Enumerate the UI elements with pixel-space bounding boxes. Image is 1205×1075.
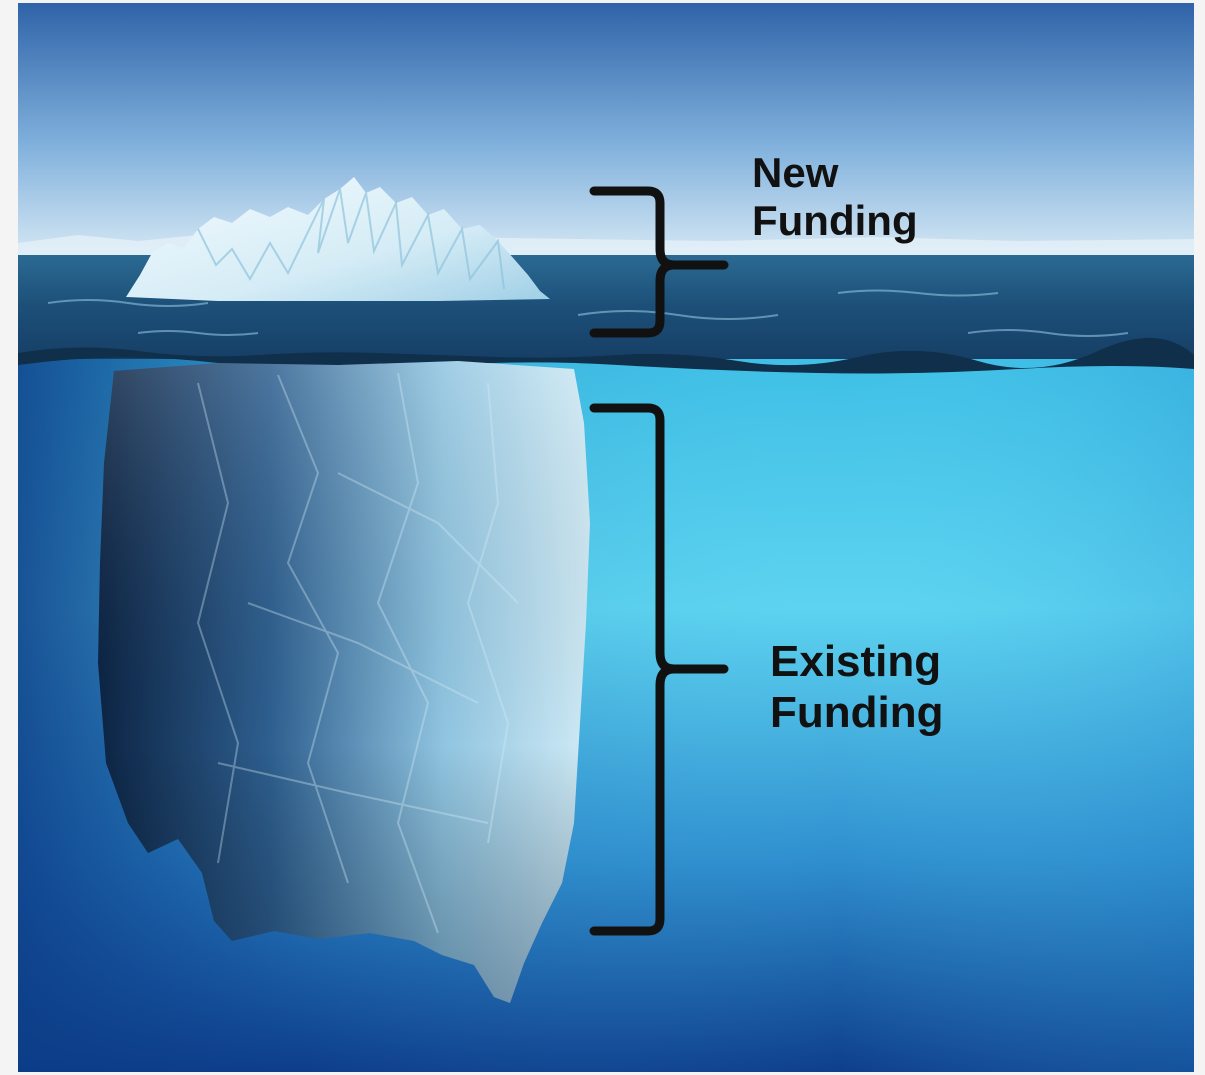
sky: [18, 3, 1194, 258]
iceberg-underwater-facets: [196, 372, 519, 934]
bracket-existing-funding: [589, 403, 729, 936]
wave-highlights: [47, 289, 1129, 337]
new-funding-line2: Funding: [752, 197, 918, 245]
iceberg-scene: [18, 3, 1194, 1072]
bracket-new-funding: [589, 186, 729, 338]
iceberg-illustration: New Funding Existing Funding: [18, 3, 1194, 1072]
existing-funding-line1: Existing: [770, 637, 942, 686]
existing-funding-label: Existing Funding: [770, 637, 944, 738]
existing-funding-line2: Funding: [770, 687, 944, 737]
iceberg-underwater-shade: [98, 361, 590, 1003]
iceberg-tip: [126, 177, 550, 301]
new-funding-label: New Funding: [752, 149, 918, 246]
iceberg-tip-shadows: [197, 188, 505, 290]
new-funding-line1: New: [752, 149, 839, 196]
